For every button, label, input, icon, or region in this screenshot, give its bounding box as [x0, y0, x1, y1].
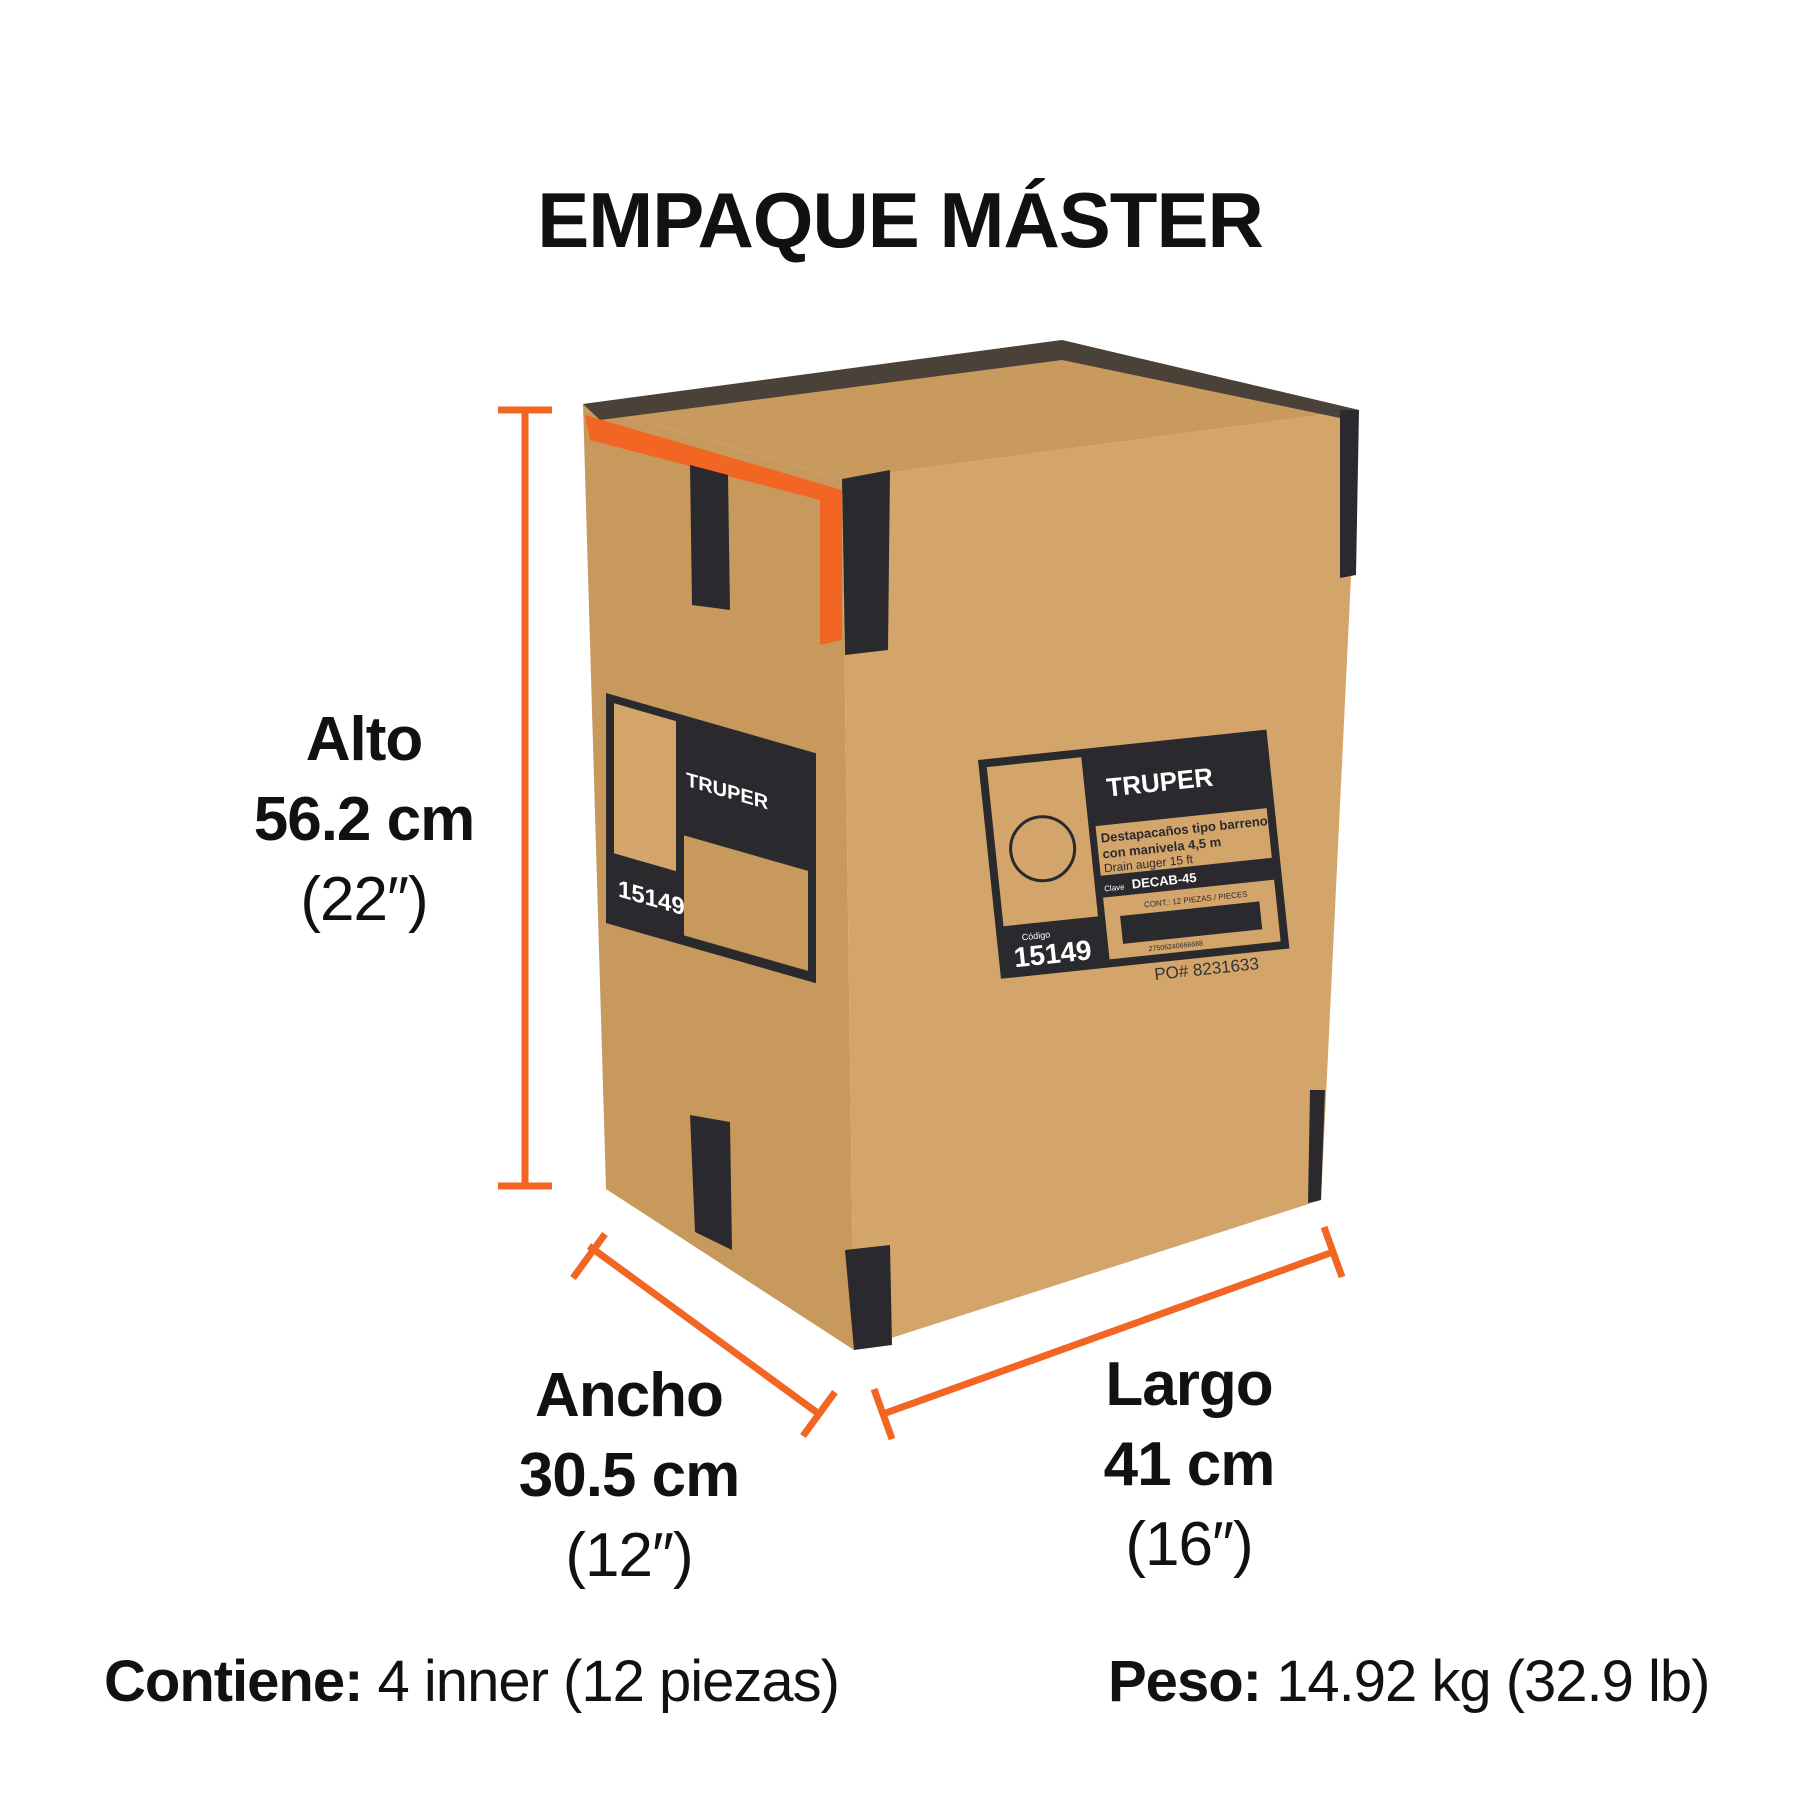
tape-top — [583, 340, 1359, 420]
clave-value: DECAB-45 — [1131, 870, 1197, 892]
tape-left-bottom — [690, 1115, 732, 1250]
largo-dimension-line — [881, 1248, 1335, 1418]
ancho-dimension-line — [586, 1243, 822, 1417]
weight-info: Peso: 14.92 kg (32.9 lb) — [1108, 1648, 1710, 1715]
ancho-cap-left — [570, 1231, 608, 1281]
tape-corner-bottom — [845, 1245, 892, 1350]
side-label: TRUPER 15149 — [606, 693, 816, 984]
contents-label: Contiene: — [104, 1649, 363, 1714]
alto-label: Alto — [305, 705, 424, 774]
largo-dimension-label: Largo 41 cm (16″) — [1103, 1345, 1276, 1585]
tape-corner — [842, 470, 890, 655]
largo-imperial: (16″) — [1125, 1510, 1253, 1579]
tape-right-top — [1340, 410, 1359, 578]
largo-cap-left — [870, 1387, 896, 1441]
clave-label: Clave — [1104, 882, 1126, 893]
contents-value: 4 inner (12 piezas) — [362, 1649, 840, 1714]
codigo-label: Código — [1021, 929, 1050, 942]
weight-value: 14.92 kg (32.9 lb) — [1260, 1649, 1710, 1714]
tape-orange-edge — [585, 415, 842, 645]
ancho-label: Ancho — [535, 1361, 724, 1430]
ancho-cap-right — [800, 1389, 838, 1439]
dimension-lines — [498, 406, 1346, 1441]
front-label: TRUPER Destapacaños tipo barreno con man… — [978, 729, 1290, 979]
largo-label: Largo — [1105, 1350, 1273, 1419]
weight-label: Peso: — [1108, 1649, 1262, 1714]
contents-info: Contiene: 4 inner (12 piezas) — [104, 1648, 840, 1715]
tape-right-bottom — [1308, 1090, 1325, 1203]
ancho-imperial: (12″) — [565, 1521, 693, 1590]
alto-metric: 56.2 cm — [253, 785, 476, 854]
ancho-dimension-label: Ancho 30.5 cm (12″) — [518, 1356, 741, 1596]
tape-left-vertical — [690, 465, 730, 610]
largo-cap-right — [1320, 1225, 1346, 1279]
alto-imperial: (22″) — [300, 865, 428, 934]
largo-metric: 41 cm — [1103, 1430, 1276, 1499]
page-title: EMPAQUE MÁSTER — [537, 176, 1264, 264]
alto-dimension-label: Alto 56.2 cm (22″) — [253, 700, 476, 940]
ancho-metric: 30.5 cm — [518, 1441, 741, 1510]
